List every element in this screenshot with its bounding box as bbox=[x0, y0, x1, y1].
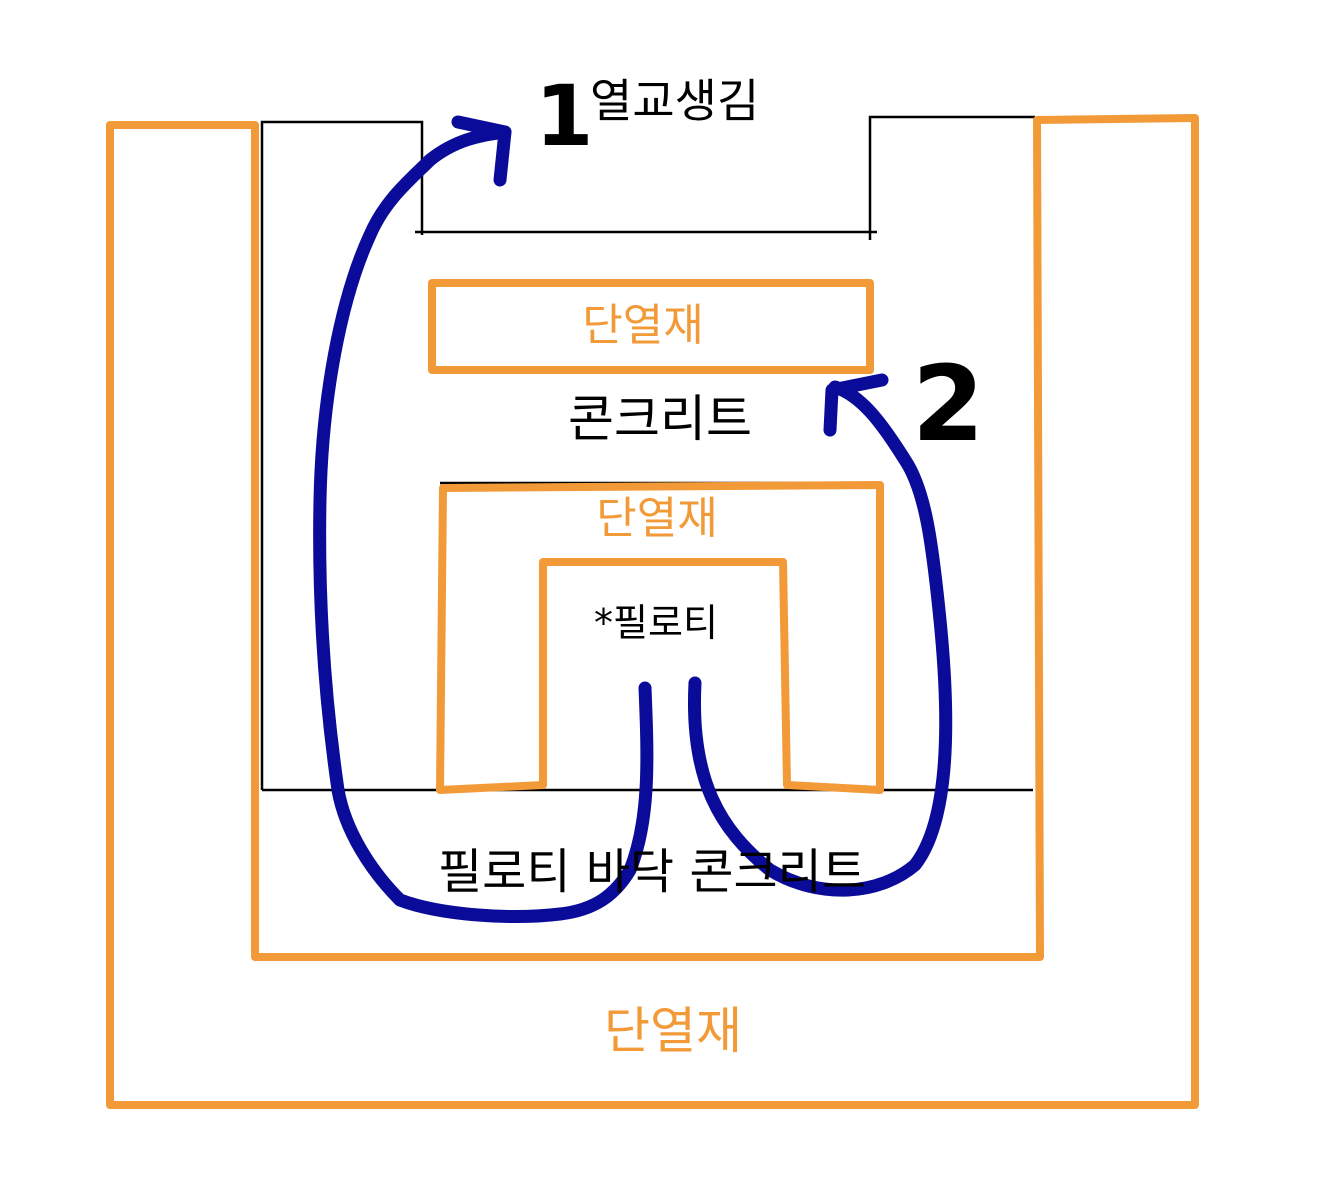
piloti-label: *필로티 bbox=[594, 601, 718, 645]
heat-flow-arrows bbox=[313, 115, 953, 923]
right-wall-line bbox=[868, 115, 1035, 240]
outer-insulation bbox=[106, 114, 1199, 1109]
thermal-bridge-label: 열교생김 bbox=[590, 74, 759, 128]
insulation-bottom-label: 단열재 bbox=[604, 1002, 742, 1060]
insulation-shapes bbox=[106, 114, 1199, 1109]
arrow-2-head bbox=[823, 373, 889, 437]
arrow-1-head bbox=[451, 115, 512, 187]
concrete-label: 콘크리트 bbox=[568, 390, 752, 448]
insulation-top-label: 단열재 bbox=[582, 300, 703, 351]
arrow-2-path bbox=[687, 380, 953, 897]
left-wall-line bbox=[260, 120, 424, 790]
piloti-floor-concrete-label: 필로티 바닥 콘크리트 bbox=[438, 844, 866, 900]
marker-2: 2 bbox=[912, 343, 984, 465]
piloti-insulation bbox=[436, 481, 884, 794]
arrow-1-path bbox=[313, 125, 654, 923]
top-insulation-board bbox=[428, 279, 874, 374]
insulation-middle-label: 단열재 bbox=[596, 493, 717, 544]
marker-1: 1 bbox=[535, 67, 593, 165]
